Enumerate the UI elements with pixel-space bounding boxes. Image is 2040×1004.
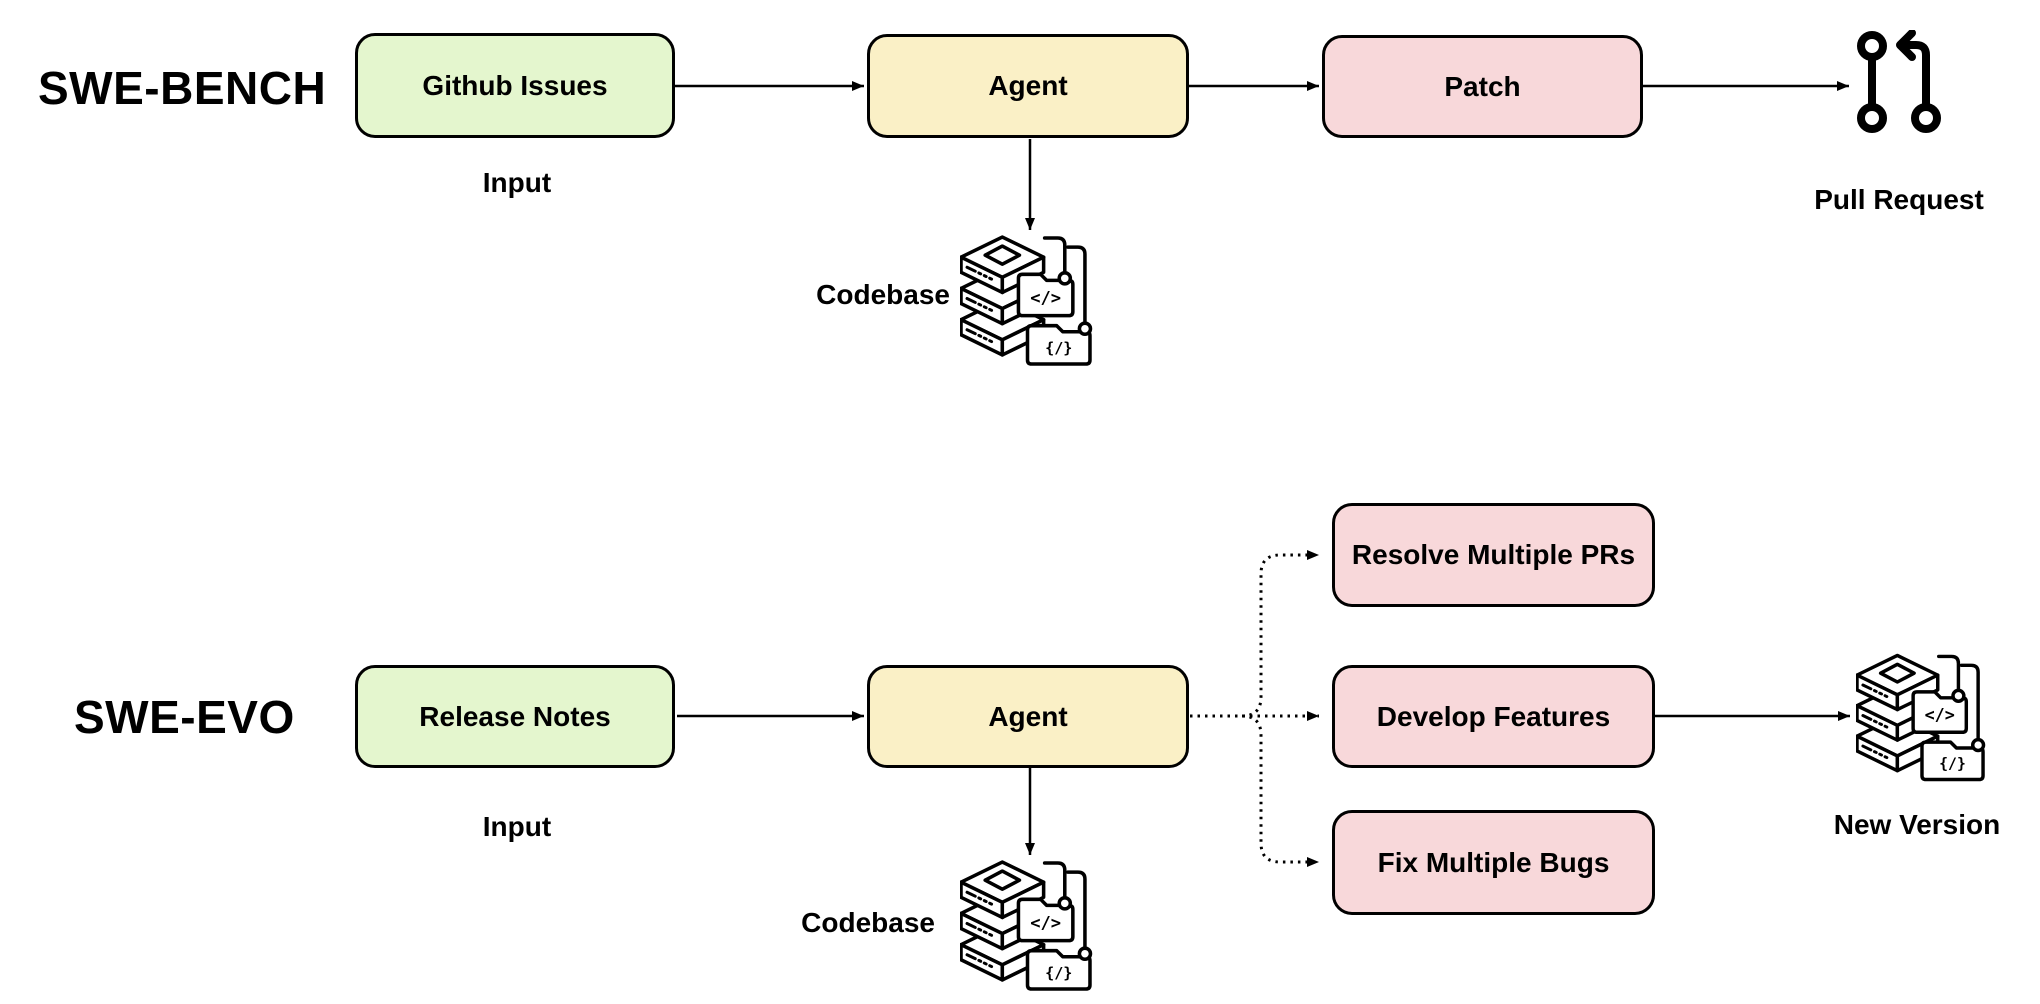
caption-input-bottom: Input [482,811,552,842]
node-resolve-multiple-prs: Resolve Multiple PRs [1332,503,1655,607]
edge-agent-to-fix-bugs [1241,714,1319,867]
caption-codebase-bottom: Codebase [801,907,935,938]
new-version-icon [1856,653,1986,782]
node-develop-features: Develop Features [1332,665,1655,768]
node-patch: Patch [1322,35,1643,138]
swe-bench-title: SWE-BENCH [38,62,327,114]
node-release-notes: Release Notes [355,665,675,768]
node-fix-multiple-bugs: Fix Multiple Bugs [1332,810,1655,915]
codebase-icon-bottom [960,860,1093,991]
caption-pull-request: Pull Request [1814,184,1984,215]
caption-input-top: Input [482,167,552,198]
pull-request-icon [1853,30,1945,142]
node-agent-swe-bench: Agent [867,34,1189,138]
swe-evo-title: SWE-EVO [74,691,295,743]
caption-codebase-top: Codebase [816,279,950,310]
node-github-issues: Github Issues [355,33,675,138]
edge-agent-to-resolve-prs [1241,550,1319,718]
caption-new-version: New Version [1833,809,2001,840]
node-agent-swe-evo: Agent [867,665,1189,768]
codebase-icon-top [960,235,1093,366]
